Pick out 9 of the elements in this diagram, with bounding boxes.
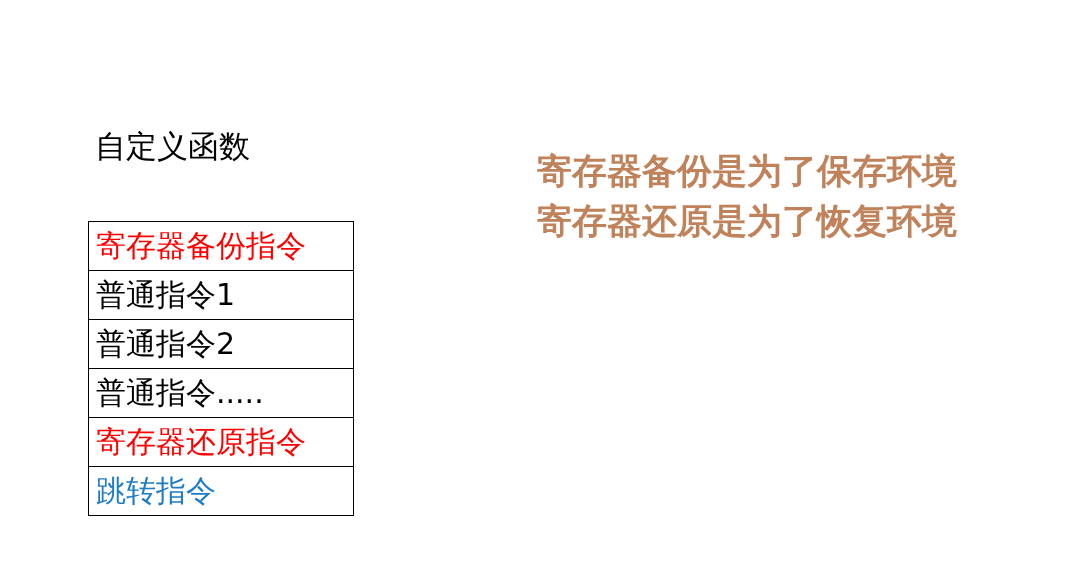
instruction-cell: 寄存器备份指令 bbox=[88, 221, 354, 271]
instruction-cell: 普通指令1 bbox=[88, 270, 354, 320]
title: 自定义函数 bbox=[95, 127, 250, 166]
instruction-cell: 寄存器还原指令 bbox=[88, 417, 354, 467]
instruction-cell: 普通指令2 bbox=[88, 319, 354, 369]
instruction-cell: 跳转指令 bbox=[88, 466, 354, 516]
note-text: 寄存器备份是为了保存环境 bbox=[537, 150, 957, 193]
note-text: 寄存器还原是为了恢复环境 bbox=[537, 200, 957, 243]
instruction-cell: 普通指令..... bbox=[88, 368, 354, 418]
